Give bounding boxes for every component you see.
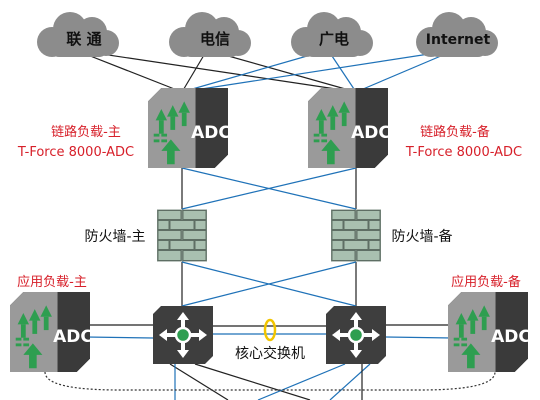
connection-lines [44, 49, 496, 400]
adc-badge: ADC [491, 327, 531, 347]
isp-cloud-internet: Internet [416, 12, 498, 57]
firewall-primary-icon [157, 209, 207, 262]
isp-label: 联 通 [66, 30, 101, 48]
firewall-backup-icon [331, 209, 381, 262]
link-lb-primary-name: 链路负载-主 [51, 124, 121, 140]
firewall-primary-label: 防火墙-主 [84, 229, 145, 245]
adc-badge: ADC [191, 123, 231, 143]
core-switch-backup-icon [326, 306, 386, 364]
link-aggregation-ring-icon [263, 318, 277, 342]
app-lb-backup-device: ADC [448, 292, 531, 372]
adc-badge: ADC [351, 123, 391, 143]
core-switch-primary-icon [153, 306, 213, 364]
isp-label: 广电 [319, 30, 349, 48]
app-lb-primary-name: 应用负载-主 [17, 274, 87, 290]
core-switch-label: 核心交换机 [235, 345, 305, 362]
adc-badge: ADC [53, 327, 93, 347]
app-lb-primary-device: ADC [10, 292, 93, 372]
isp-cloud-telecom: 电信 [169, 12, 251, 57]
firewall-backup-label: 防火墙-备 [391, 228, 452, 245]
link-lb-backup-name: 链路负载-备 [420, 124, 490, 140]
link-lb-primary-model: T-Force 8000-ADC [17, 145, 134, 160]
isp-cloud-unicom: 联 通 [37, 12, 119, 57]
link-lb-backup-model: T-Force 8000-ADC [405, 145, 522, 160]
isp-label: Internet [426, 32, 491, 48]
isp-cloud-broadcast: 广电 [291, 12, 373, 57]
app-lb-backup-name: 应用负载-备 [451, 274, 521, 290]
link-lb-primary-device: ADC [148, 88, 231, 168]
isp-label: 电信 [200, 30, 230, 48]
link-lb-backup-device: ADC [308, 88, 391, 168]
